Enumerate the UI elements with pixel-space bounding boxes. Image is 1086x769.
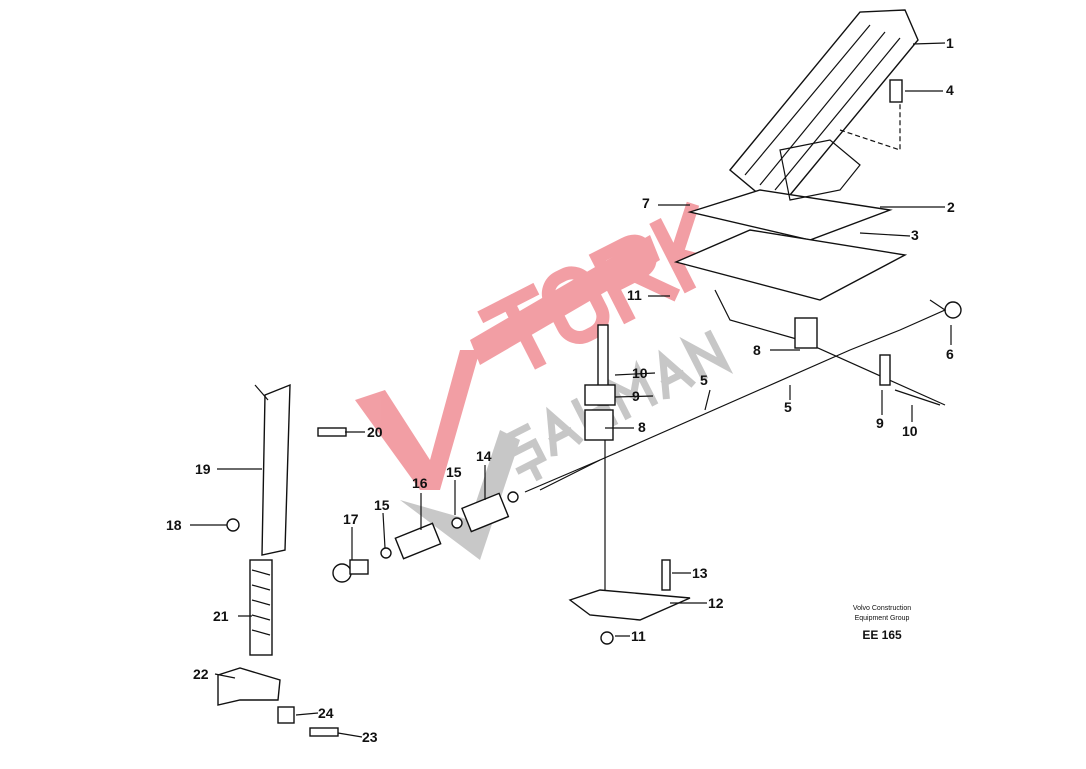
callout-label: 15	[446, 464, 462, 480]
leader-lines	[190, 42, 952, 738]
callout-label: 8	[753, 342, 761, 358]
callout-label: 23	[362, 729, 378, 745]
callout-label: 1	[946, 35, 954, 51]
callout-label: 3	[911, 227, 919, 243]
diagram-code: EE 165	[862, 628, 902, 642]
pedal	[539, 9, 962, 491]
callout-label: 17	[343, 511, 359, 527]
callout-label: 8	[638, 419, 646, 435]
callout-label: 4	[946, 82, 954, 98]
cable-parts	[217, 383, 601, 737]
callout-label: 13	[692, 565, 708, 581]
callout-label: 7	[642, 195, 650, 211]
callout-label: 18	[166, 517, 182, 533]
callout-label: 11	[627, 287, 642, 303]
callout-label: 20	[367, 424, 383, 440]
callout-label: 22	[193, 666, 209, 682]
publisher-credit: Volvo Construction Equipment Group	[826, 604, 938, 624]
callout-label: 24	[318, 705, 334, 721]
callout-label: 5	[700, 372, 708, 388]
callout-label: 16	[412, 475, 428, 491]
watermark-logo	[355, 201, 734, 560]
callout-label: 19	[195, 461, 211, 477]
callout-label: 10	[632, 365, 648, 381]
callout-label: 5	[784, 399, 792, 415]
callout-label: 21	[213, 608, 229, 624]
credit-line-2: Equipment Group	[854, 615, 910, 622]
callout-label: 2	[947, 199, 955, 215]
callout-labels: 1 4 2 3 7 11 6 8 10 9 5 5 9 10 8 20 19 1…	[166, 35, 955, 745]
callout-label: 6	[946, 346, 954, 362]
credit-line-1: Volvo Construction	[852, 605, 912, 612]
callout-label: 11	[631, 628, 646, 644]
mounting-bracket	[568, 324, 691, 645]
callout-label: 9	[876, 415, 884, 431]
callout-label: 15	[374, 497, 390, 513]
callout-label: 12	[708, 595, 724, 611]
callout-label: 9	[632, 388, 640, 404]
callout-label: 10	[902, 423, 918, 439]
callout-label: 14	[476, 448, 492, 464]
